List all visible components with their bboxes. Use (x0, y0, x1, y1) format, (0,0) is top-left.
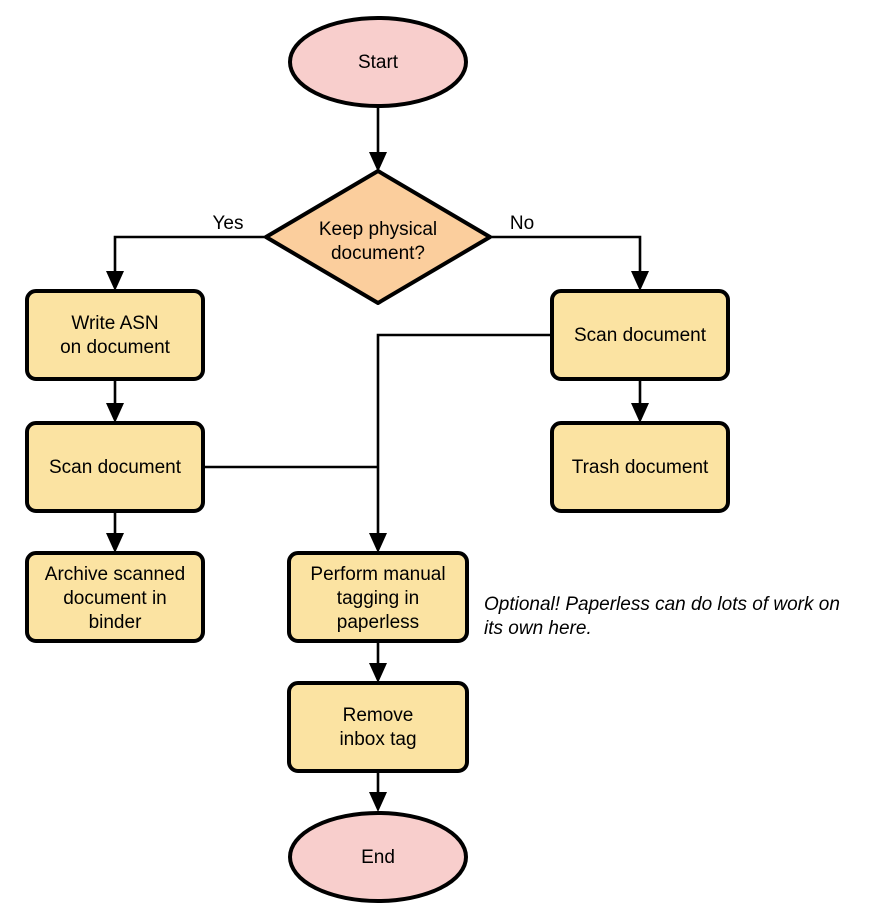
decision-label-line1: Keep physical (319, 219, 437, 240)
start-label: Start (358, 52, 399, 73)
node-decision-keep-physical-document[interactable]: Keep physical document? (264, 169, 492, 305)
node-trash-document[interactable]: Trash document (550, 421, 730, 513)
annotation-line2: its own here. (484, 618, 592, 639)
end-label: End (361, 847, 395, 868)
edge-scanright-to-tagging (376, 333, 552, 544)
remove-inbox-tag-box[interactable] (287, 681, 469, 773)
arrowhead-scanright-to-trash (631, 403, 649, 423)
remove-inbox-tag-label-line2: inbox tag (339, 729, 416, 750)
tagging-box[interactable] (287, 551, 469, 643)
arrowhead-scanleft-to-archive (106, 533, 124, 553)
node-scan-document-left[interactable]: Scan document (25, 421, 205, 513)
arrowhead-merge-to-tagging (369, 533, 387, 553)
scan-document-left-label: Scan document (49, 457, 182, 478)
scan-document-left-box[interactable] (25, 421, 205, 513)
node-scan-document-right[interactable]: Scan document (550, 289, 730, 381)
edge-label-yes: Yes (213, 213, 244, 234)
start-ellipse[interactable] (288, 16, 468, 108)
archive-box[interactable] (25, 551, 205, 643)
arrowhead-removeinbox-to-end (369, 792, 387, 812)
trash-document-box[interactable] (550, 421, 730, 513)
remove-inbox-tag-label-line1: Remove (343, 705, 414, 726)
arrowhead-start-to-decision (369, 152, 387, 172)
node-end[interactable]: End (288, 811, 468, 903)
arrowhead-decision-yes (106, 271, 124, 291)
arrowhead-decision-no (631, 271, 649, 291)
decision-diamond[interactable] (264, 169, 492, 305)
node-remove-inbox-tag[interactable]: Remove inbox tag (287, 681, 469, 773)
end-ellipse[interactable] (288, 811, 468, 903)
arrowhead-writeasn-to-scanleft (106, 403, 124, 423)
edge-label-no: No (510, 213, 534, 234)
tagging-label-line3: paperless (337, 612, 419, 633)
write-asn-box[interactable] (25, 289, 205, 381)
node-start[interactable]: Start (288, 16, 468, 108)
annotation-line1: Optional! Paperless can do lots of work … (484, 594, 840, 615)
edge-labels-layer: Yes No (213, 213, 535, 234)
archive-label-line1: Archive scanned (45, 564, 185, 585)
node-archive-scanned-document[interactable]: Archive scanned document in binder (25, 551, 205, 643)
tagging-label-line2: tagging in (337, 588, 419, 609)
node-write-asn[interactable]: Write ASN on document (25, 289, 205, 381)
archive-label-line2: document in (63, 588, 167, 609)
tagging-label-line1: Perform manual (310, 564, 445, 585)
decision-label-line2: document? (331, 243, 425, 264)
edges-layer (106, 107, 649, 812)
edge-decision-yes (113, 235, 265, 282)
edge-decision-no (491, 235, 642, 282)
arrowhead-tagging-to-removeinbox (369, 663, 387, 683)
scan-document-right-label: Scan document (574, 325, 707, 346)
write-asn-label-line2: on document (60, 337, 171, 358)
archive-label-line3: binder (89, 612, 142, 633)
write-asn-label-line1: Write ASN (71, 313, 158, 334)
node-perform-manual-tagging[interactable]: Perform manual tagging in paperless (287, 551, 469, 643)
scan-document-right-box[interactable] (550, 289, 730, 381)
trash-document-label: Trash document (572, 457, 709, 478)
annotation-optional-paperless: Optional! Paperless can do lots of work … (484, 594, 840, 639)
